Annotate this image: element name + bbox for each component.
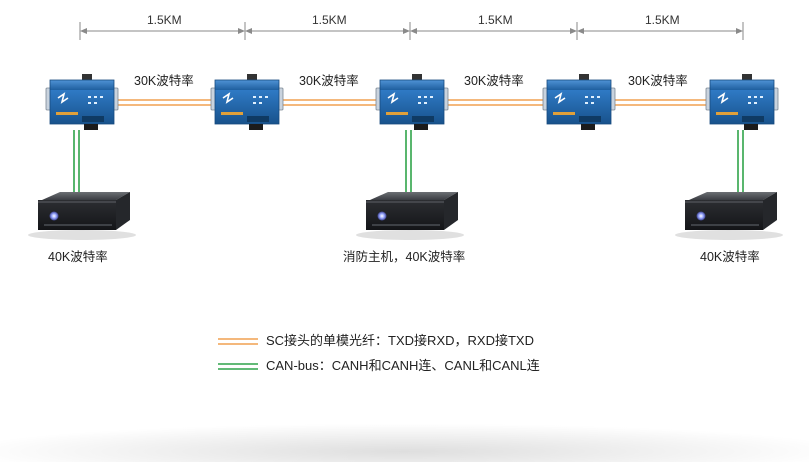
distance-label: 1.5KM bbox=[645, 13, 680, 27]
fiber-baud-label: 30K波特率 bbox=[134, 74, 194, 88]
can-fiber-converter bbox=[705, 74, 779, 130]
legend-can-label: CAN-bus：CANH和CANH连、CANL和CANL连 bbox=[266, 358, 540, 373]
host-label: 消防主机，40K波特率 bbox=[343, 250, 466, 264]
distance-markers bbox=[79, 22, 744, 40]
can-fiber-converter bbox=[210, 74, 284, 130]
brand-logo-icon bbox=[717, 92, 729, 104]
fiber-links bbox=[118, 99, 708, 106]
brand-logo-icon bbox=[222, 92, 234, 104]
legend-can-swatch bbox=[218, 363, 258, 370]
power-led-icon bbox=[377, 211, 387, 221]
distance-marker bbox=[79, 22, 245, 40]
distance-label: 1.5KM bbox=[478, 13, 513, 27]
distance-marker bbox=[244, 22, 410, 40]
distance-label: 1.5KM bbox=[147, 13, 182, 27]
legend-fiber-label: SC接头的单模光纤：TXD接RXD，RXD接TXD bbox=[266, 333, 534, 348]
fiber-link bbox=[118, 99, 212, 106]
can-fiber-converter bbox=[45, 74, 119, 130]
floor-shadow bbox=[0, 392, 809, 462]
can-link bbox=[737, 130, 744, 192]
can-link bbox=[405, 130, 412, 192]
distance-marker bbox=[576, 22, 744, 40]
fiber-link bbox=[615, 99, 708, 106]
hosts bbox=[28, 192, 783, 240]
host-label: 40K波特率 bbox=[48, 250, 108, 264]
can-fiber-converter bbox=[375, 74, 449, 130]
devices bbox=[45, 74, 779, 130]
brand-logo-icon bbox=[387, 92, 399, 104]
host-computer bbox=[28, 192, 136, 240]
fiber-baud-label: 30K波特率 bbox=[299, 74, 359, 88]
fiber-baud-label: 30K波特率 bbox=[464, 74, 524, 88]
can-links bbox=[73, 130, 744, 192]
fiber-link bbox=[448, 99, 544, 106]
legend-fiber-swatch bbox=[218, 338, 258, 345]
brand-logo-icon bbox=[57, 92, 69, 104]
host-computer bbox=[675, 192, 783, 240]
power-led-icon bbox=[49, 211, 59, 221]
fiber-baud-label: 30K波特率 bbox=[628, 74, 688, 88]
can-link bbox=[73, 130, 80, 192]
power-led-icon bbox=[696, 211, 706, 221]
distance-label: 1.5KM bbox=[312, 13, 347, 27]
brand-logo-icon bbox=[554, 92, 566, 104]
host-label: 40K波特率 bbox=[700, 250, 760, 264]
distance-marker bbox=[409, 22, 577, 40]
fiber-link bbox=[283, 99, 377, 106]
host-computer bbox=[356, 192, 464, 240]
can-fiber-converter bbox=[542, 74, 616, 130]
